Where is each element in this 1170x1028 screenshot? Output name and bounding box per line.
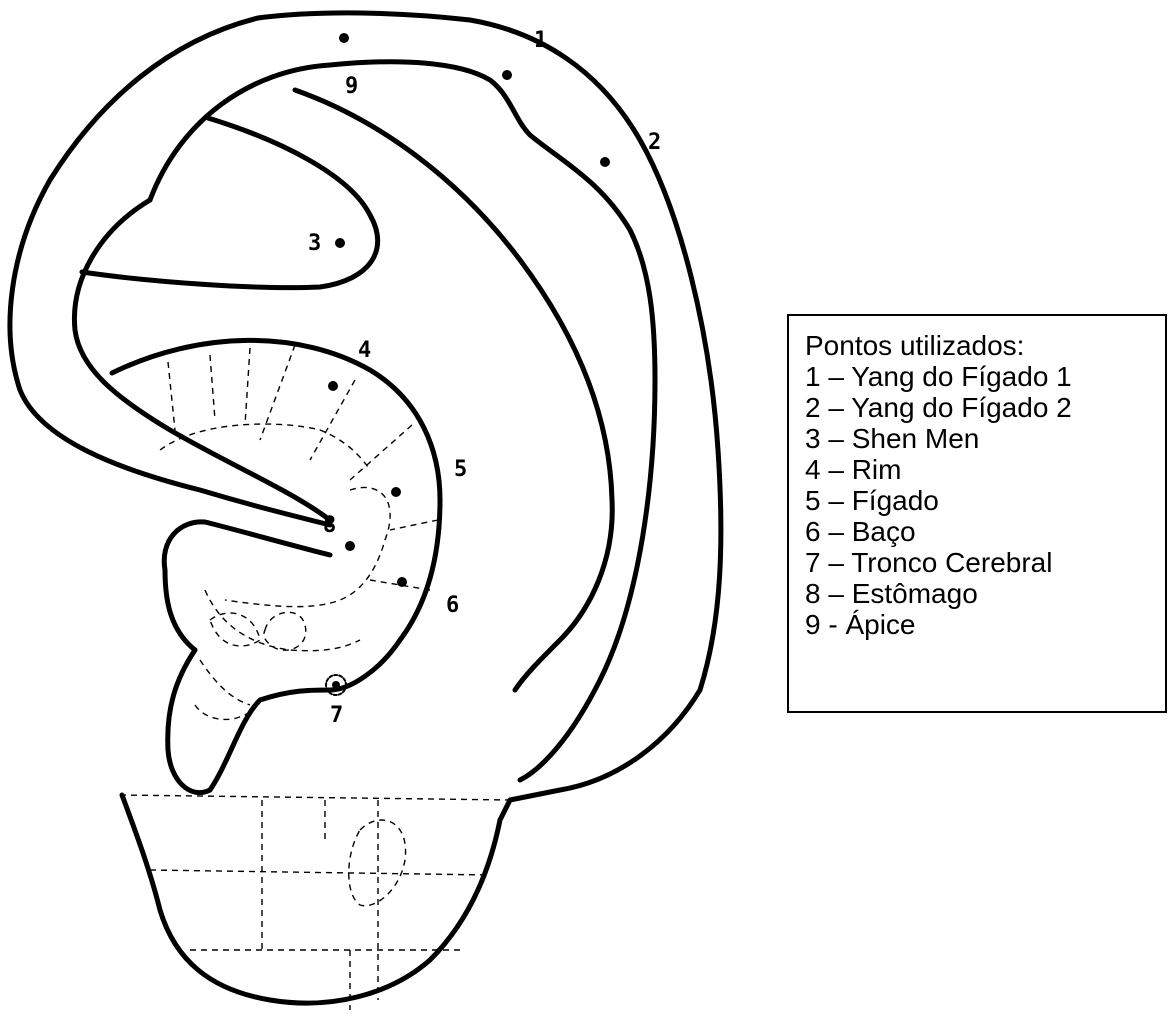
lobule-top-dashed (120, 795, 510, 800)
legend-item-1: 1 – Yang do Fígado 1 (805, 361, 1165, 392)
point-label-9: 9 (345, 74, 358, 99)
points-legend: Pontos utilizados: 1 – Yang do Fígado 1 … (787, 314, 1167, 713)
point-dot-2 (600, 157, 610, 167)
legend-item-8: 8 – Estômago (805, 578, 1165, 609)
point-label-1: 1 (534, 28, 547, 53)
legend-item-7: 7 – Tronco Cerebral (805, 547, 1165, 578)
lobule-contour (122, 795, 510, 1003)
point-label-2: 2 (648, 130, 661, 155)
point-dot-6 (397, 577, 407, 587)
legend-item-6: 6 – Baço (805, 516, 1165, 547)
point-dot-1 (502, 70, 512, 80)
legend-item-9: 9 - Ápice (805, 609, 1165, 640)
cymba-divider (160, 424, 370, 470)
point-label-3: 3 (308, 231, 321, 256)
point-label-8: 8 (323, 513, 336, 538)
point-dot-1-upper (339, 33, 349, 43)
concha-inner-dashed-2 (205, 590, 360, 651)
legend-item-3: 3 – Shen Men (805, 423, 1165, 454)
lobule-oval (349, 820, 406, 906)
legend-item-2: 2 – Yang do Fígado 2 (805, 392, 1165, 423)
point-label-4: 4 (358, 338, 371, 363)
helix-outer-left (10, 18, 330, 525)
point-dot-8 (345, 541, 355, 551)
triangular-fossa (82, 118, 378, 288)
concha-contour (112, 340, 440, 792)
point-label-6: 6 (446, 593, 459, 618)
legend-item-5: 5 – Fígado (805, 485, 1165, 516)
point-dot-7 (332, 681, 340, 689)
concha-cavity-oval (264, 612, 306, 650)
helix-inner-rim (150, 62, 655, 780)
lobule-grid (150, 800, 490, 1010)
legend-item-4: 4 – Rim (805, 454, 1165, 485)
concha-inner-dashed-3 (195, 660, 250, 719)
point-dot-5 (391, 487, 401, 497)
ear-diagram: 1 9 2 3 4 5 8 6 7 (0, 0, 760, 1028)
point-label-5: 5 (454, 457, 467, 482)
concha-cavity-leaf (210, 613, 260, 646)
point-label-7: 7 (330, 703, 343, 728)
helix-inner-left (74, 200, 330, 520)
legend-title: Pontos utilizados: (805, 330, 1165, 361)
cymba-rays (168, 345, 438, 590)
point-dot-3 (335, 238, 345, 248)
point-dot-4 (328, 381, 338, 391)
